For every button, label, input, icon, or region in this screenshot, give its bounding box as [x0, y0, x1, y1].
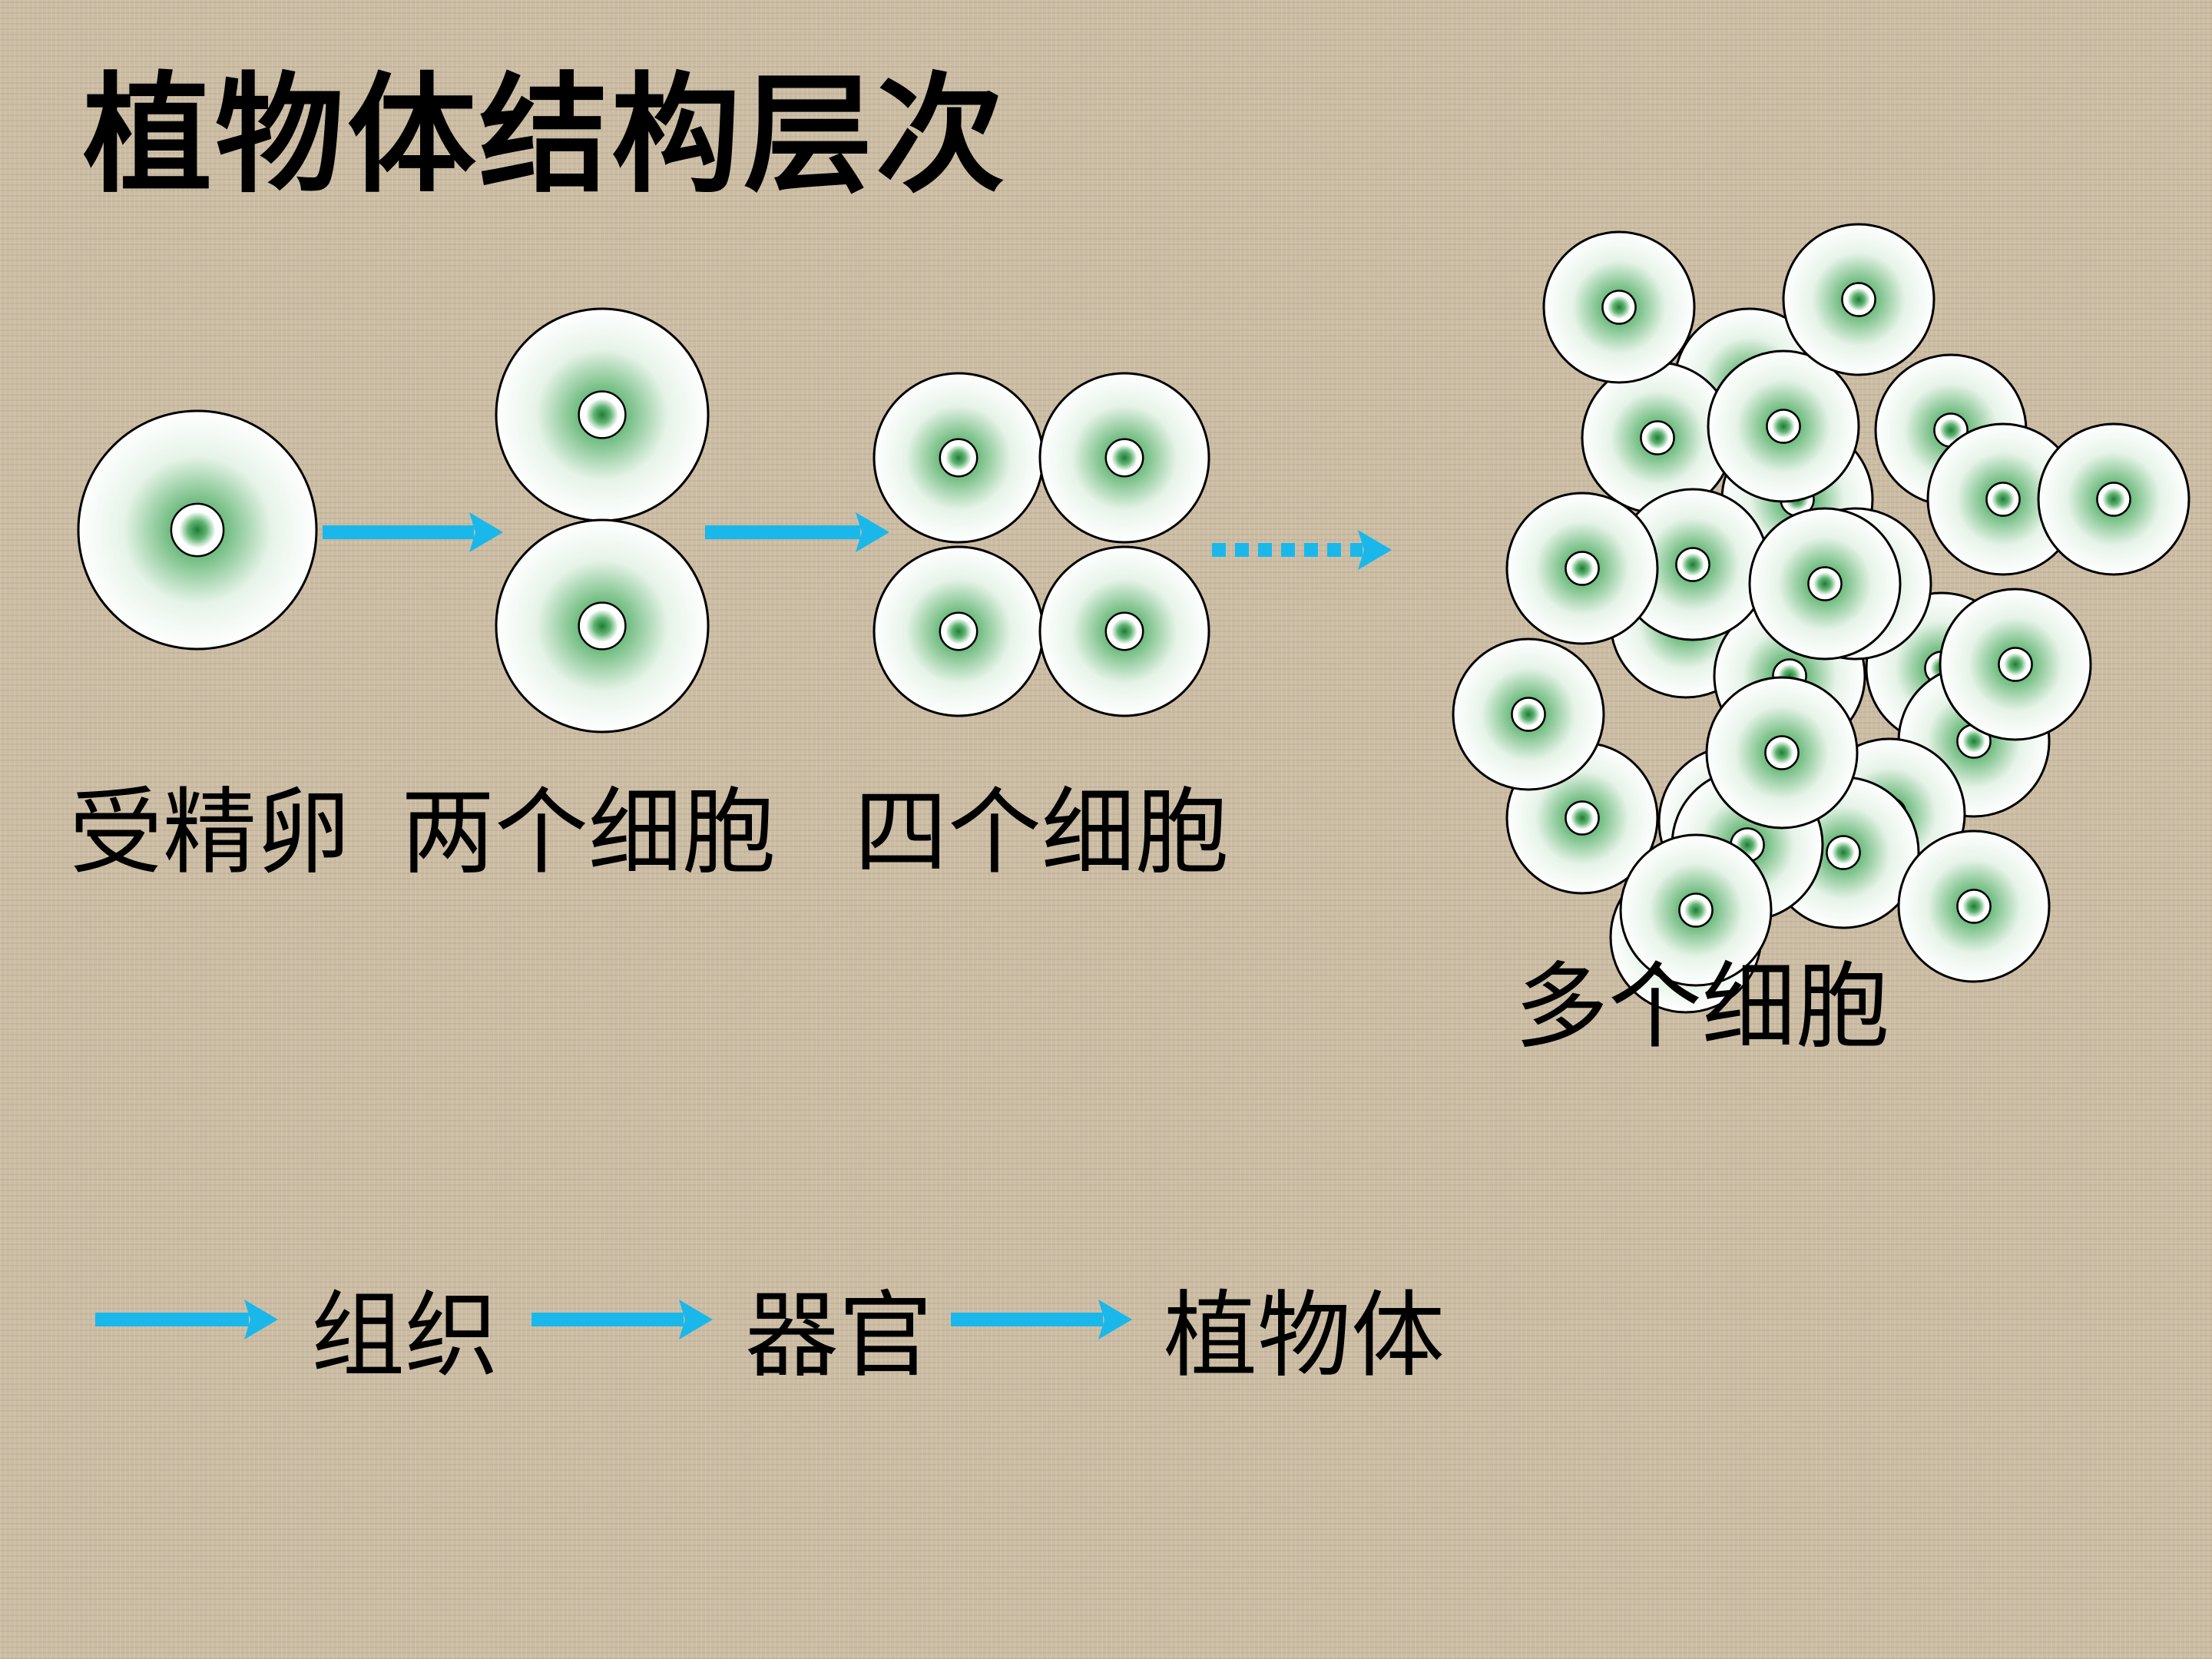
- cell-nucleus: [578, 390, 627, 439]
- four-cells-bl: [873, 545, 1045, 717]
- four-cells-tr: [1038, 372, 1210, 544]
- four-cells-br: [1038, 545, 1210, 717]
- arrow-zygote-to-two: [323, 512, 503, 552]
- cluster-cell-28: [1705, 676, 1859, 830]
- arrows-group: [95, 512, 1392, 1339]
- label-four-cells: 四个细胞: [854, 778, 1229, 887]
- label-plant: 植物体: [1164, 1281, 1445, 1390]
- cells-group: [77, 223, 2190, 1014]
- label-many-cells: 多个细胞: [1515, 952, 1889, 1061]
- cluster-cell-11: [1505, 492, 1659, 645]
- cell-nucleus: [170, 502, 225, 558]
- cell-nucleus: [939, 438, 979, 478]
- page-title: 植物体结构层次: [83, 60, 1008, 210]
- cell-nucleus: [1807, 566, 1843, 601]
- arrow-to-tissue: [95, 1300, 278, 1339]
- cluster-cell-10: [1707, 349, 1860, 503]
- cell-nucleus: [2096, 482, 2131, 517]
- cluster-cell-23: [1897, 830, 2051, 983]
- cell-nucleus: [1678, 892, 1714, 928]
- arrow-two-to-four: [705, 512, 889, 552]
- cell-nucleus: [1640, 420, 1675, 455]
- arrow-tissue-to-organ: [531, 1300, 713, 1339]
- cell-nucleus: [1511, 697, 1546, 732]
- label-tissue: 组织: [311, 1281, 498, 1390]
- cell-nucleus: [1601, 290, 1637, 325]
- zygote-cell: [77, 409, 318, 651]
- two-cells-bottom: [495, 518, 710, 733]
- cell-nucleus: [1826, 835, 1861, 870]
- four-cells-tl: [873, 372, 1045, 544]
- cell-nucleus: [1998, 647, 2033, 682]
- cluster-cell-25: [1926, 422, 2080, 576]
- two-cells-top: [495, 307, 710, 522]
- cluster-cell-24: [1782, 223, 1936, 376]
- cell-nucleus: [939, 611, 979, 651]
- arrow-organ-to-plant: [951, 1300, 1132, 1339]
- cell-nucleus: [578, 601, 627, 651]
- cluster-cell-17: [1748, 507, 1902, 661]
- cell-nucleus: [1764, 735, 1800, 770]
- label-organ: 器官: [745, 1281, 932, 1390]
- arrow-four-to-many: [1212, 530, 1392, 570]
- cluster-cell-22: [1542, 230, 1696, 384]
- cluster-cell-15: [1452, 637, 1605, 791]
- label-two-cells: 两个细胞: [401, 778, 776, 887]
- cluster-cell-26: [2037, 422, 2190, 576]
- label-zygote: 受精卵: [69, 778, 350, 887]
- cell-nucleus: [1766, 409, 1801, 444]
- cell-nucleus: [1565, 551, 1600, 586]
- cell-nucleus: [1104, 611, 1144, 651]
- cell-nucleus: [1956, 889, 1992, 924]
- cluster-cell-18: [1939, 588, 2092, 741]
- cell-nucleus: [1675, 547, 1710, 582]
- cluster-cell-27: [1619, 833, 1773, 987]
- cell-nucleus: [1841, 282, 1876, 317]
- cell-nucleus: [1565, 800, 1600, 836]
- cell-nucleus: [1985, 482, 2021, 517]
- cell-nucleus: [1104, 438, 1144, 478]
